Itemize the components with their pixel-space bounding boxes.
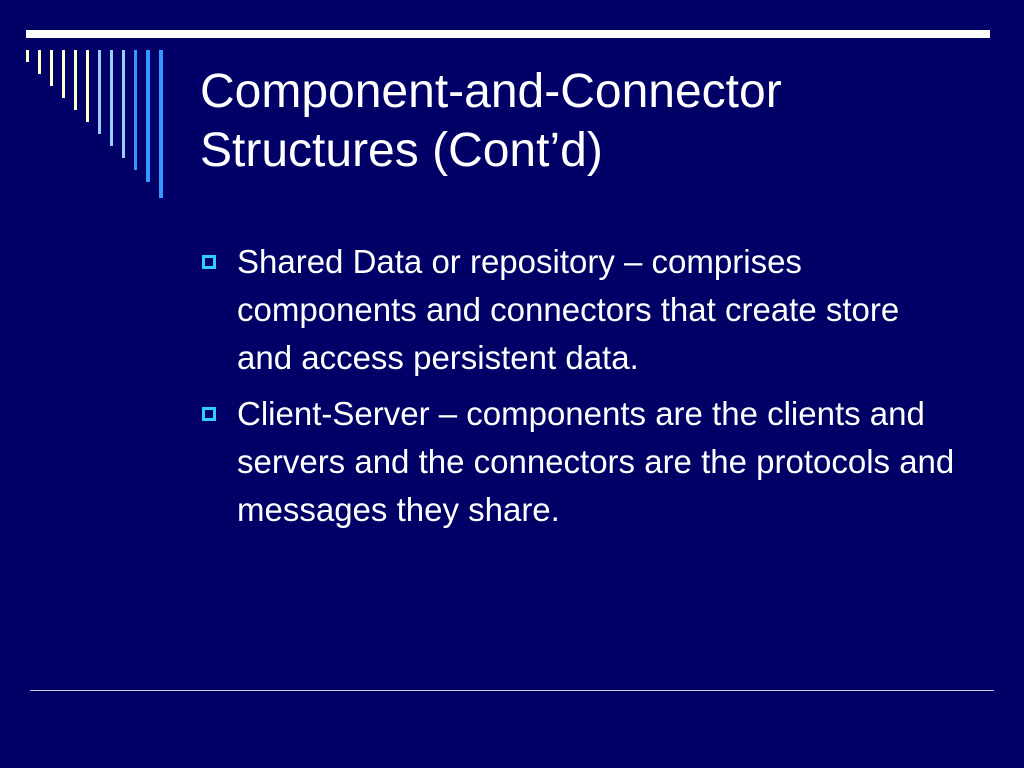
title-line-2: Structures (Cont’d)	[200, 124, 603, 177]
stripe	[50, 50, 53, 86]
stripe	[62, 50, 65, 98]
stripe	[122, 50, 125, 158]
slide-title: Component-and-Connector Structures (Cont…	[200, 62, 980, 180]
title-line-1: Component-and-Connector	[200, 65, 782, 118]
decorative-stripes	[26, 50, 163, 198]
stripe	[134, 50, 137, 170]
square-bullet-icon	[202, 407, 216, 421]
stripe	[146, 50, 150, 182]
bullet-text: Client-Server – components are the clien…	[237, 395, 955, 528]
stripe	[86, 50, 89, 122]
stripe	[26, 50, 29, 62]
stripe	[159, 50, 163, 198]
bullet-text: Shared Data or repository – comprises co…	[237, 243, 900, 376]
stripe	[98, 50, 101, 134]
stripe	[74, 50, 77, 110]
bullet-item: Client-Server – components are the clien…	[200, 390, 960, 534]
stripe	[110, 50, 113, 146]
bottom-rule	[30, 690, 994, 691]
bullet-list: Shared Data or repository – comprises co…	[200, 238, 960, 542]
top-rule	[26, 30, 990, 38]
square-bullet-icon	[202, 255, 216, 269]
stripe	[38, 50, 41, 74]
bullet-item: Shared Data or repository – comprises co…	[200, 238, 960, 382]
